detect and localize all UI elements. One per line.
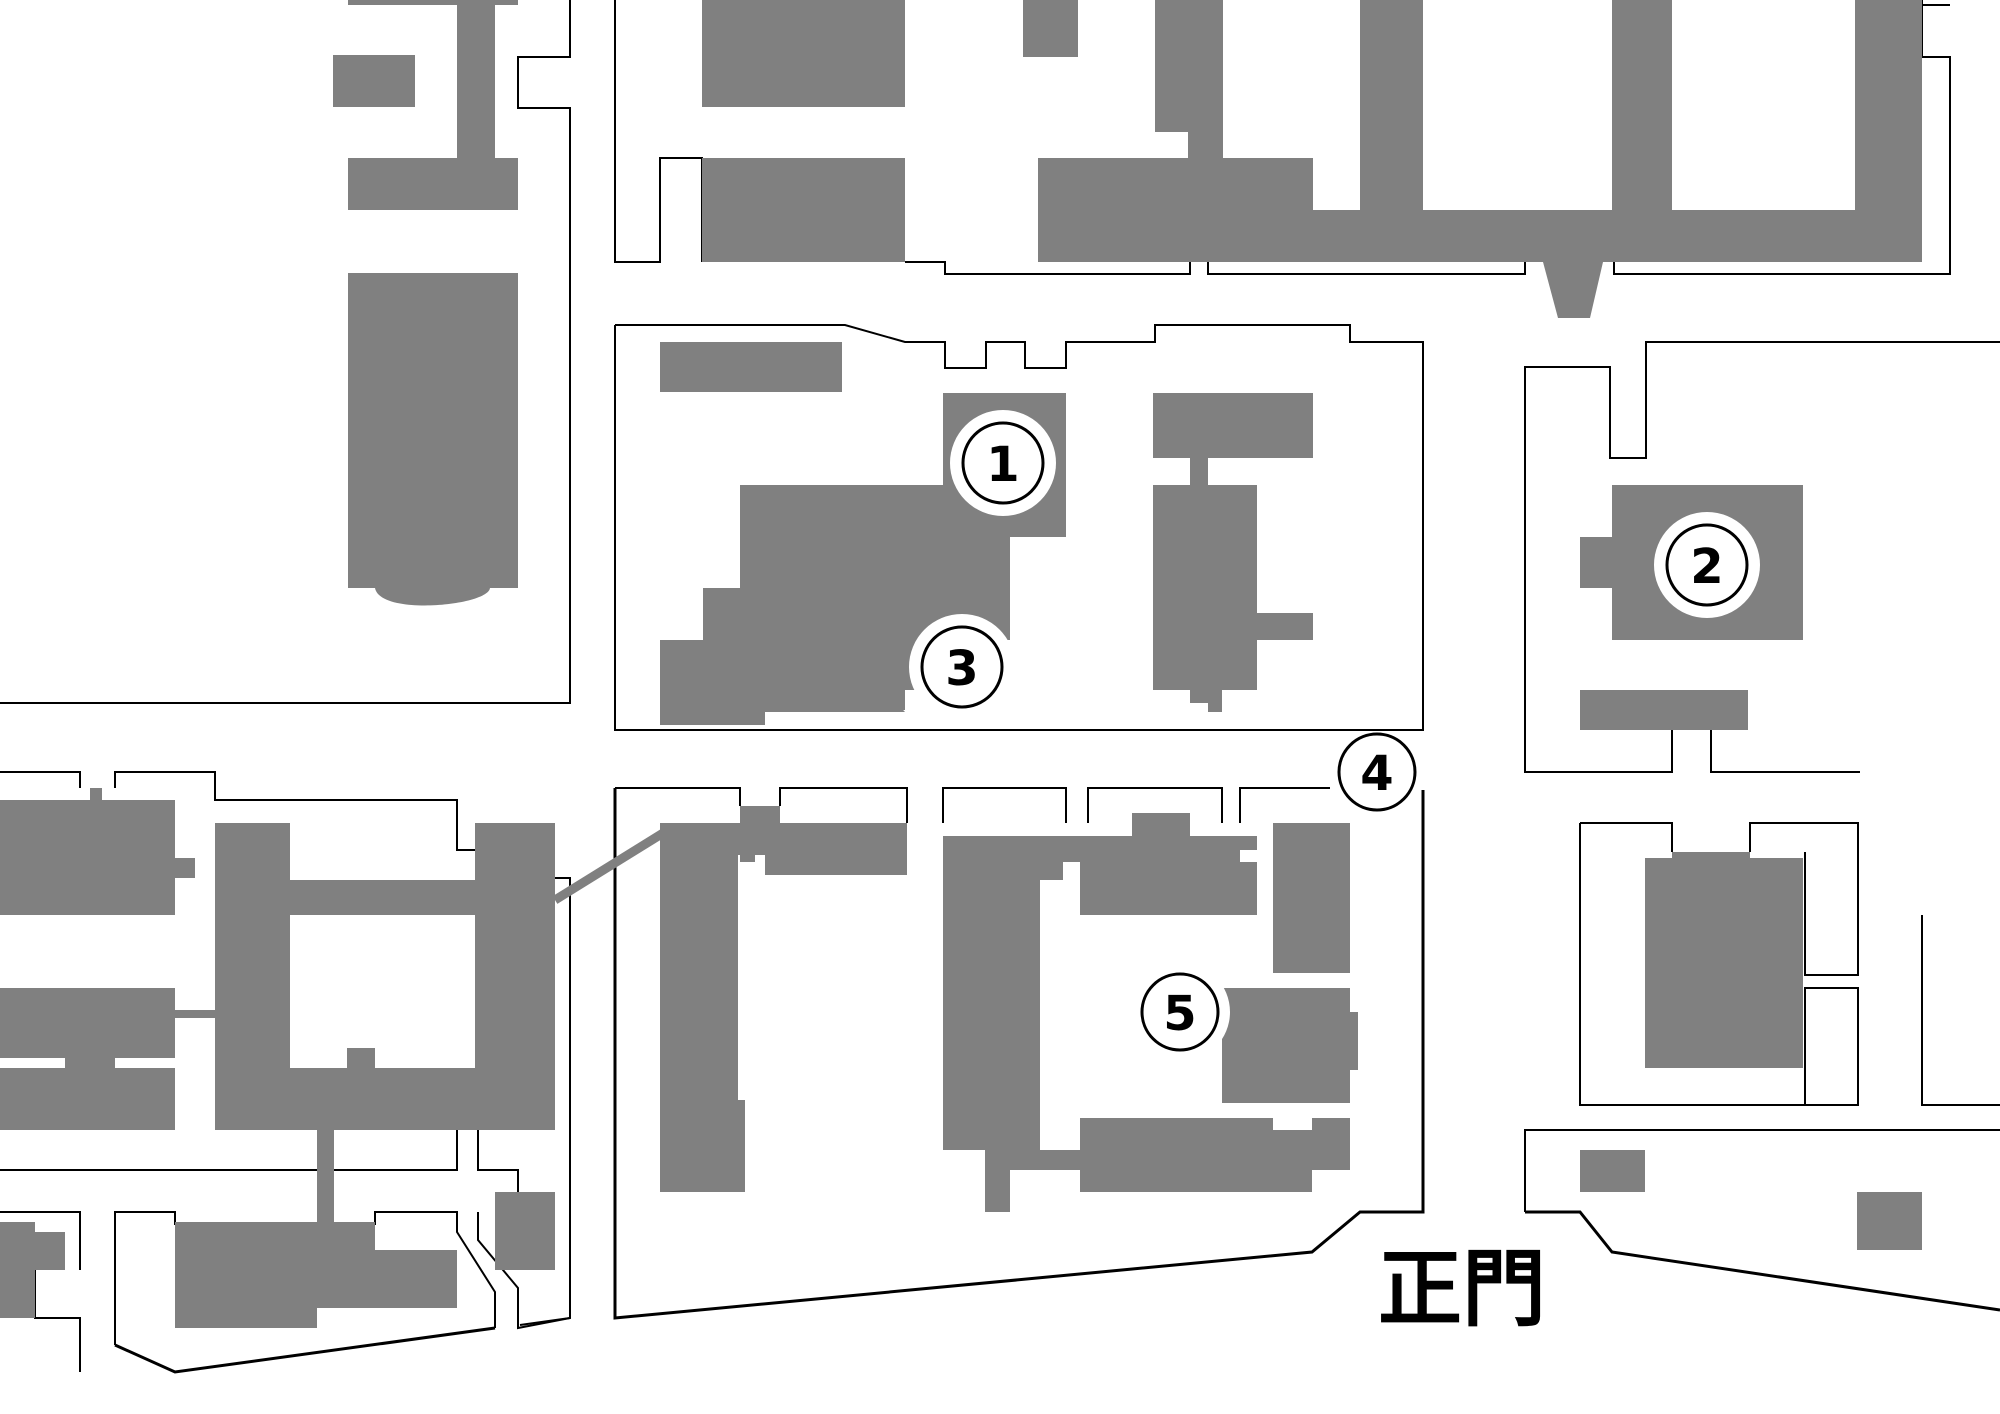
building [1580,690,1748,730]
marker-2[interactable]: 2 [1654,512,1760,618]
building [0,1222,65,1318]
marker-3-label: 3 [945,641,978,697]
building [1038,0,1922,262]
building [1857,1192,1922,1250]
marker-1[interactable]: 1 [950,410,1056,516]
building [175,1222,457,1328]
building [1023,0,1078,57]
marker-2-label: 2 [1690,539,1723,595]
building [348,158,518,210]
building [1155,0,1223,132]
building [1273,823,1350,973]
building [317,1130,334,1222]
building [1580,1150,1645,1192]
building [90,788,102,802]
building [175,1010,215,1018]
building [1645,852,1803,1068]
building [702,0,905,107]
building [1222,988,1358,1103]
marker-5[interactable]: 5 [1130,962,1230,1062]
building [1153,393,1313,458]
building [1153,458,1313,712]
building [495,1192,555,1270]
building [348,0,518,5]
marker-4[interactable]: 4 [1337,732,1417,812]
road-outlines [0,0,2000,1374]
marker-1-label: 1 [986,437,1019,493]
building [660,703,765,725]
building [0,1058,175,1130]
marker-3[interactable]: 3 [909,614,1015,720]
building [215,823,555,1130]
marker-5-label: 5 [1163,986,1196,1042]
building [333,55,415,107]
building [702,158,905,262]
marker-4-label: 4 [1360,746,1393,802]
building [660,806,1350,1212]
building [0,988,175,1058]
main-gate-label: 正門 [1378,1240,1546,1338]
building [660,342,842,392]
building [0,800,175,915]
building [175,858,195,878]
building [348,273,518,606]
bridge-walkway [552,826,671,904]
